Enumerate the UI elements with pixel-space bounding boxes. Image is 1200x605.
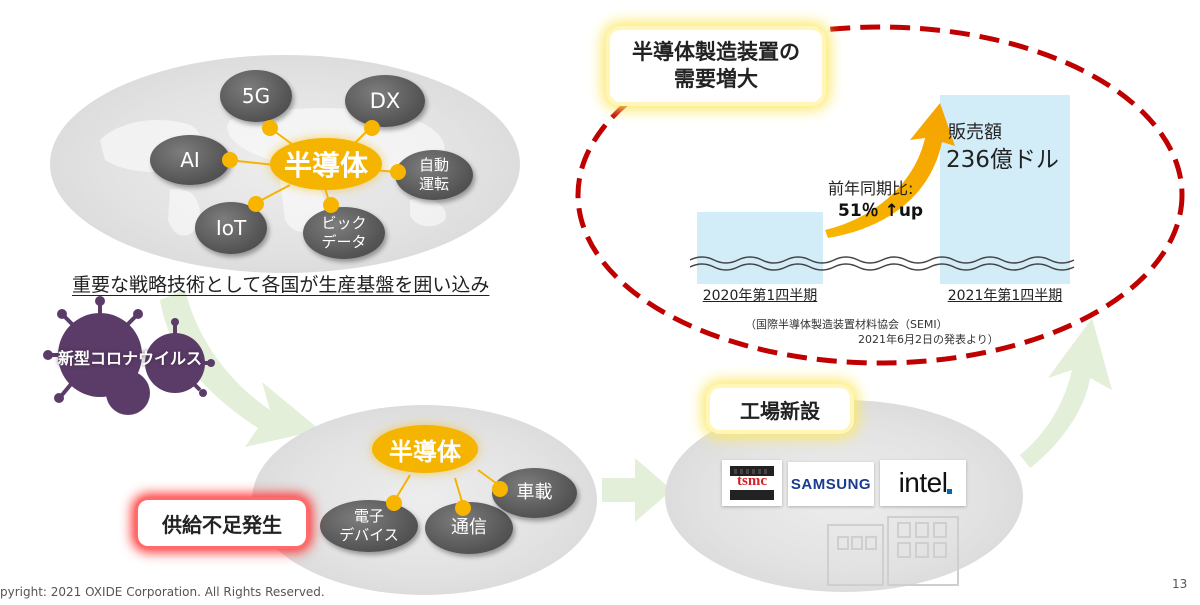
- axis-break-wave: [690, 256, 1075, 271]
- connector-dot: [390, 164, 406, 180]
- bar-label-2020q1: 2020年第1四半期: [702, 288, 818, 304]
- connector-dot: [455, 500, 471, 516]
- semiconductor-hub-top: 半導体: [270, 138, 382, 190]
- yoy-label: 前年同期比:: [828, 179, 914, 198]
- equipment-demand-title: 半導体製造装置の 需要増大: [610, 30, 822, 102]
- connector-dot: [248, 196, 264, 212]
- copyright-footer: pyright: 2021 OXIDE Corporation. All Rig…: [0, 585, 325, 599]
- source-line-2: 2021年6月2日の発表より）: [858, 333, 999, 346]
- connector-dot: [364, 120, 380, 136]
- samsung-logo: SAMSUNG: [788, 462, 874, 506]
- connector-dot: [492, 481, 508, 497]
- tech-node-5g: 5G: [220, 70, 292, 122]
- new-factory-label: 工場新設: [710, 388, 850, 430]
- growth-arrow: [825, 103, 955, 238]
- virus-icon: [43, 296, 215, 415]
- sales-value: 236億ドル: [946, 147, 1059, 173]
- tech-node-big-data: ビック データ: [303, 207, 385, 259]
- strategy-caption: 重要な戦略技術として各国が生産基盤を囲い込み: [72, 274, 490, 296]
- sales-label: 販売額: [948, 122, 1002, 143]
- bar-2020q1: [697, 212, 823, 284]
- factory-building-outline: [827, 516, 959, 586]
- intel-logo: intel: [880, 460, 966, 506]
- page-number: 13: [1172, 577, 1188, 591]
- intel-dot: [947, 489, 952, 494]
- yoy-value: 51％ ↑up: [838, 201, 924, 221]
- tsmc-logo: tsmc: [722, 460, 782, 506]
- supply-shortage-label: 供給不足発生: [138, 500, 306, 546]
- connector-dot: [323, 197, 339, 213]
- tech-node-ai: AI: [150, 135, 230, 185]
- semiconductor-hub-bottom: 半導体: [372, 425, 478, 473]
- source-line-1: （国際半導体製造装置材料協会（SEMI）: [745, 318, 948, 331]
- tsmc-logo-text: tsmc: [737, 473, 767, 489]
- connector-dot: [222, 152, 238, 168]
- virus-label: 新型コロナウイルス: [57, 349, 202, 368]
- bar-label-2021q1: 2021年第1四半期: [947, 288, 1063, 304]
- tech-node-autonomous-driving: 自動 運転: [395, 150, 473, 200]
- connector-dot: [386, 495, 402, 511]
- connector-dot: [262, 120, 278, 136]
- bar-2021q1: [940, 95, 1070, 284]
- sector-node-electronic-devices: 電子 デバイス: [320, 500, 418, 552]
- tech-node-dx: DX: [345, 75, 425, 127]
